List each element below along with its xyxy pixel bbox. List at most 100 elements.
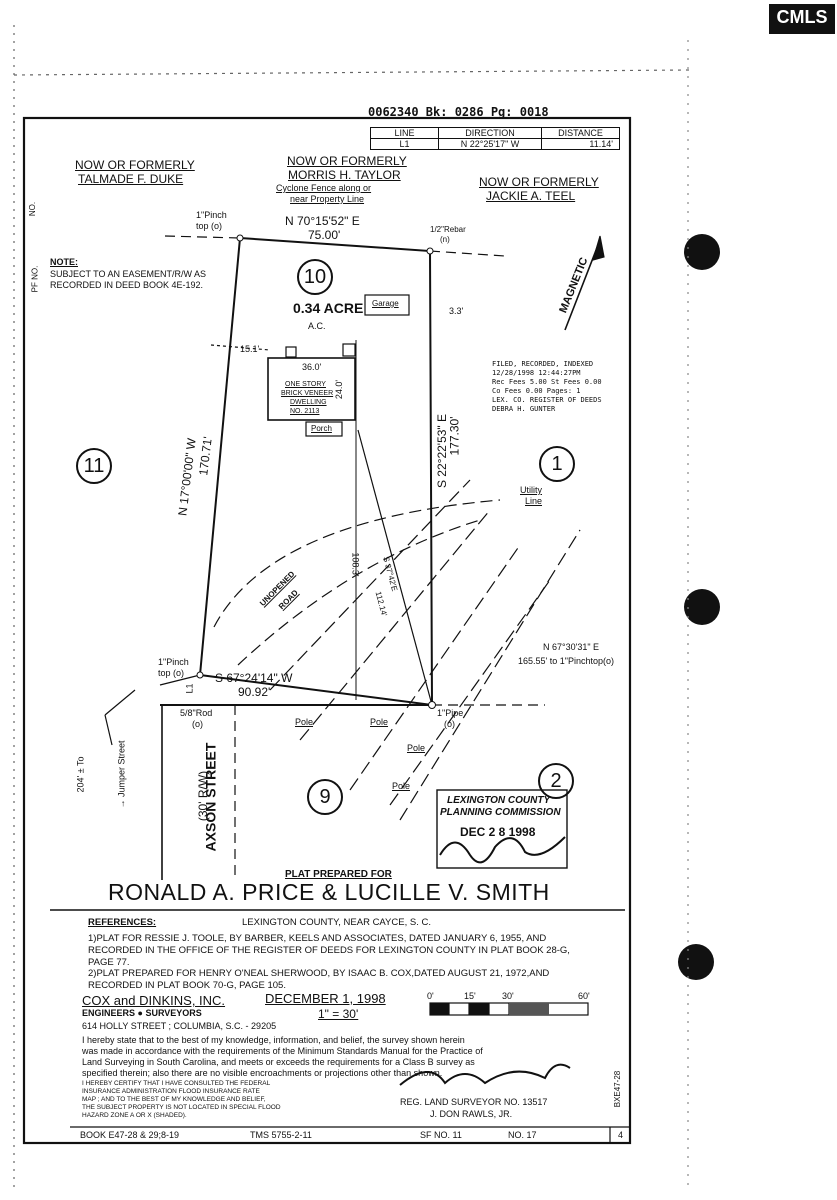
line-table-cell: N 22°25'17" W bbox=[438, 138, 542, 150]
survey-scale: 1" = 30' bbox=[318, 1007, 359, 1021]
surveyor-side-code: BXE47-28 bbox=[613, 1070, 623, 1108]
bearing-east: S 22°22'53" E bbox=[435, 413, 450, 489]
scale-tick: 0' bbox=[427, 991, 434, 1001]
surveyor-statement: specified therein; also there are no vis… bbox=[82, 1068, 443, 1078]
flood-statement: THE SUBJECT PROPERTY IS NOT LOCATED IN S… bbox=[82, 1104, 281, 1111]
bearing-tie-distance: 165.55' to 1"Pinchtop(o) bbox=[518, 656, 614, 666]
footer-tms: TMS 5755-2-11 bbox=[250, 1130, 312, 1140]
footer-no: NO. 17 bbox=[508, 1130, 537, 1140]
line-table-header: DISTANCE bbox=[541, 127, 620, 139]
bearing-south-distance: 90.92' bbox=[238, 685, 271, 699]
surveyor-type: ENGINEERS ● SURVEYORS bbox=[82, 1008, 202, 1018]
fence-note: near Property Line bbox=[290, 194, 365, 204]
utility-label: Utility bbox=[520, 485, 542, 495]
filed-stamp: Co Fees 0.00 Pages: 1 bbox=[492, 387, 581, 395]
monument-pipe: (o) bbox=[444, 719, 455, 729]
bearing-east-distance: 177.30' bbox=[447, 416, 462, 456]
house-desc: DWELLING bbox=[290, 399, 327, 406]
inner-distance: 108.3' bbox=[350, 552, 361, 577]
reference-line: PAGE 77. bbox=[88, 957, 130, 968]
filed-stamp: 12/28/1998 12:44:27PM bbox=[492, 369, 581, 377]
scale-tick: 30' bbox=[502, 991, 514, 1001]
note-line: RECORDED IN DEED BOOK 4E-192. bbox=[50, 280, 204, 290]
filed-stamp: DEBRA H. GUNTER bbox=[492, 405, 556, 413]
bearing-north: N 70°15'52" E bbox=[285, 214, 360, 228]
plat-prepared-for: PLAT PREPARED FOR bbox=[285, 869, 392, 880]
neighbor-taylor-name: MORRIS H. TAYLOR bbox=[288, 168, 401, 182]
ac-label: A.C. bbox=[308, 321, 326, 331]
surveyor-reg: REG. LAND SURVEYOR NO. 13517 bbox=[400, 1097, 548, 1107]
monument-rod: (o) bbox=[192, 719, 203, 729]
jumper-street: 204' ± To bbox=[75, 756, 86, 793]
flood-statement: INSURANCE ADMINISTRATION FLOOD INSURANCE… bbox=[82, 1088, 260, 1095]
line-table-cell: L1 bbox=[370, 138, 439, 150]
recording-reference: 0062340 Bk: 0286 Pg: 0018 bbox=[368, 105, 549, 119]
surveyor-name: J. DON RAWLS, JR. bbox=[430, 1109, 513, 1119]
footer-book: BOOK E47-28 & 29;8-19 bbox=[80, 1130, 180, 1140]
garage-label: Garage bbox=[372, 299, 399, 308]
side-label-no: NO. bbox=[28, 201, 38, 217]
neighbor-taylor-label: NOW OR FORMERLY bbox=[287, 154, 407, 168]
jumper-street: → Jumper Street bbox=[116, 740, 127, 809]
lot-number-10: 10 bbox=[297, 259, 333, 295]
owner-name: RONALD A. PRICE & LUCILLE V. SMITH bbox=[108, 879, 550, 905]
line-table: LINE DIRECTION DISTANCE L1 N 22°25'17" W… bbox=[370, 127, 620, 150]
flood-statement: HAZARD ZONE A OR X (SHADED). bbox=[82, 1112, 187, 1119]
note-title: NOTE: bbox=[50, 257, 78, 267]
reference-line: 1)PLAT FOR RESSIE J. TOOLE, BY BARBER, K… bbox=[88, 933, 547, 944]
scale-tick: 60' bbox=[578, 991, 590, 1001]
filed-stamp: Rec Fees 5.00 St Fees 0.00 bbox=[492, 378, 602, 386]
cmls-logo: CMLS bbox=[769, 4, 835, 34]
pole-label: Pole bbox=[392, 781, 411, 791]
fence-note: Cyclone Fence along or bbox=[276, 183, 372, 193]
l1-label: L1 bbox=[184, 683, 195, 694]
stamp-line: LEXINGTON COUNTY bbox=[447, 795, 551, 806]
surveyor-address: 614 HOLLY STREET ; COLUMBIA, S.C. - 2920… bbox=[82, 1021, 277, 1031]
flood-statement: MAP ; AND TO THE BEST OF MY KNOWLEDGE AN… bbox=[82, 1096, 266, 1103]
neighbor-teel-label: NOW OR FORMERLY bbox=[479, 175, 599, 189]
bearing-tie: N 67°30'31" E bbox=[543, 642, 600, 652]
footer-sf: SF NO. 11 bbox=[420, 1130, 462, 1140]
monument-rod: 5/8"Rod bbox=[180, 708, 213, 718]
lot-number-9: 9 bbox=[307, 779, 343, 815]
house-desc: ONE STORY bbox=[285, 381, 326, 388]
footer-page: 4 bbox=[618, 1130, 624, 1140]
reference-line: 2)PLAT PREPARED FOR HENRY O'NEAL SHERWOO… bbox=[88, 968, 550, 979]
street-rw: (30' R/W) bbox=[196, 770, 211, 822]
neighbor-teel-name: JACKIE A. TEEL bbox=[486, 189, 576, 203]
binder-hole bbox=[678, 944, 714, 980]
house-width: 36.0' bbox=[302, 362, 322, 372]
monument-sw: 1"Pinch bbox=[158, 657, 189, 667]
note-line: SUBJECT TO AN EASEMENT/R/W AS bbox=[50, 269, 207, 279]
surveyor-statement: I hereby state that to the best of my kn… bbox=[82, 1035, 465, 1045]
monument-pipe: 1"Pipe bbox=[437, 708, 464, 718]
house-desc: NO. 2113 bbox=[290, 408, 320, 415]
lot-number-11: 11 bbox=[76, 448, 112, 484]
bearing-north-distance: 75.00' bbox=[308, 228, 341, 242]
references-title: REFERENCES: bbox=[88, 917, 157, 928]
monument-nw: top (o) bbox=[196, 221, 223, 231]
binder-hole bbox=[684, 589, 720, 625]
garage-offset: 3.3' bbox=[449, 306, 464, 316]
pole-label: Pole bbox=[370, 717, 389, 727]
pole-label: Pole bbox=[407, 743, 426, 753]
filed-stamp: FILED, RECORDED, INDEXED bbox=[492, 360, 594, 368]
line-table-header: LINE bbox=[370, 127, 439, 139]
binder-hole bbox=[684, 234, 720, 270]
references-location: LEXINGTON COUNTY, NEAR CAYCE, S. C. bbox=[242, 917, 431, 928]
monument-nw: 1"Pinch bbox=[196, 210, 227, 220]
scale-tick: 15' bbox=[464, 991, 476, 1001]
lot-area: 0.34 ACRE bbox=[293, 300, 364, 316]
line-table-header: DIRECTION bbox=[438, 127, 542, 139]
stamp-line: PLANNING COMMISSION bbox=[440, 807, 561, 818]
surveyor-statement: Land Surveying in South Carolina, and me… bbox=[82, 1057, 475, 1067]
neighbor-duke-name: TALMADE F. DUKE bbox=[78, 172, 184, 186]
lot-number-2: 2 bbox=[538, 763, 574, 799]
reference-line: RECORDED IN PLAT BOOK 70-G, PAGE 105. bbox=[88, 980, 286, 991]
surveyor-firm: COX and DINKINS, INC. bbox=[82, 993, 226, 1008]
lot-number-1: 1 bbox=[539, 446, 575, 482]
bearing-south: S 67°24'14" W bbox=[215, 671, 293, 685]
house-depth: 24.0' bbox=[334, 379, 345, 400]
pole-label: Pole bbox=[295, 717, 314, 727]
monument-ne: (n) bbox=[440, 235, 450, 244]
